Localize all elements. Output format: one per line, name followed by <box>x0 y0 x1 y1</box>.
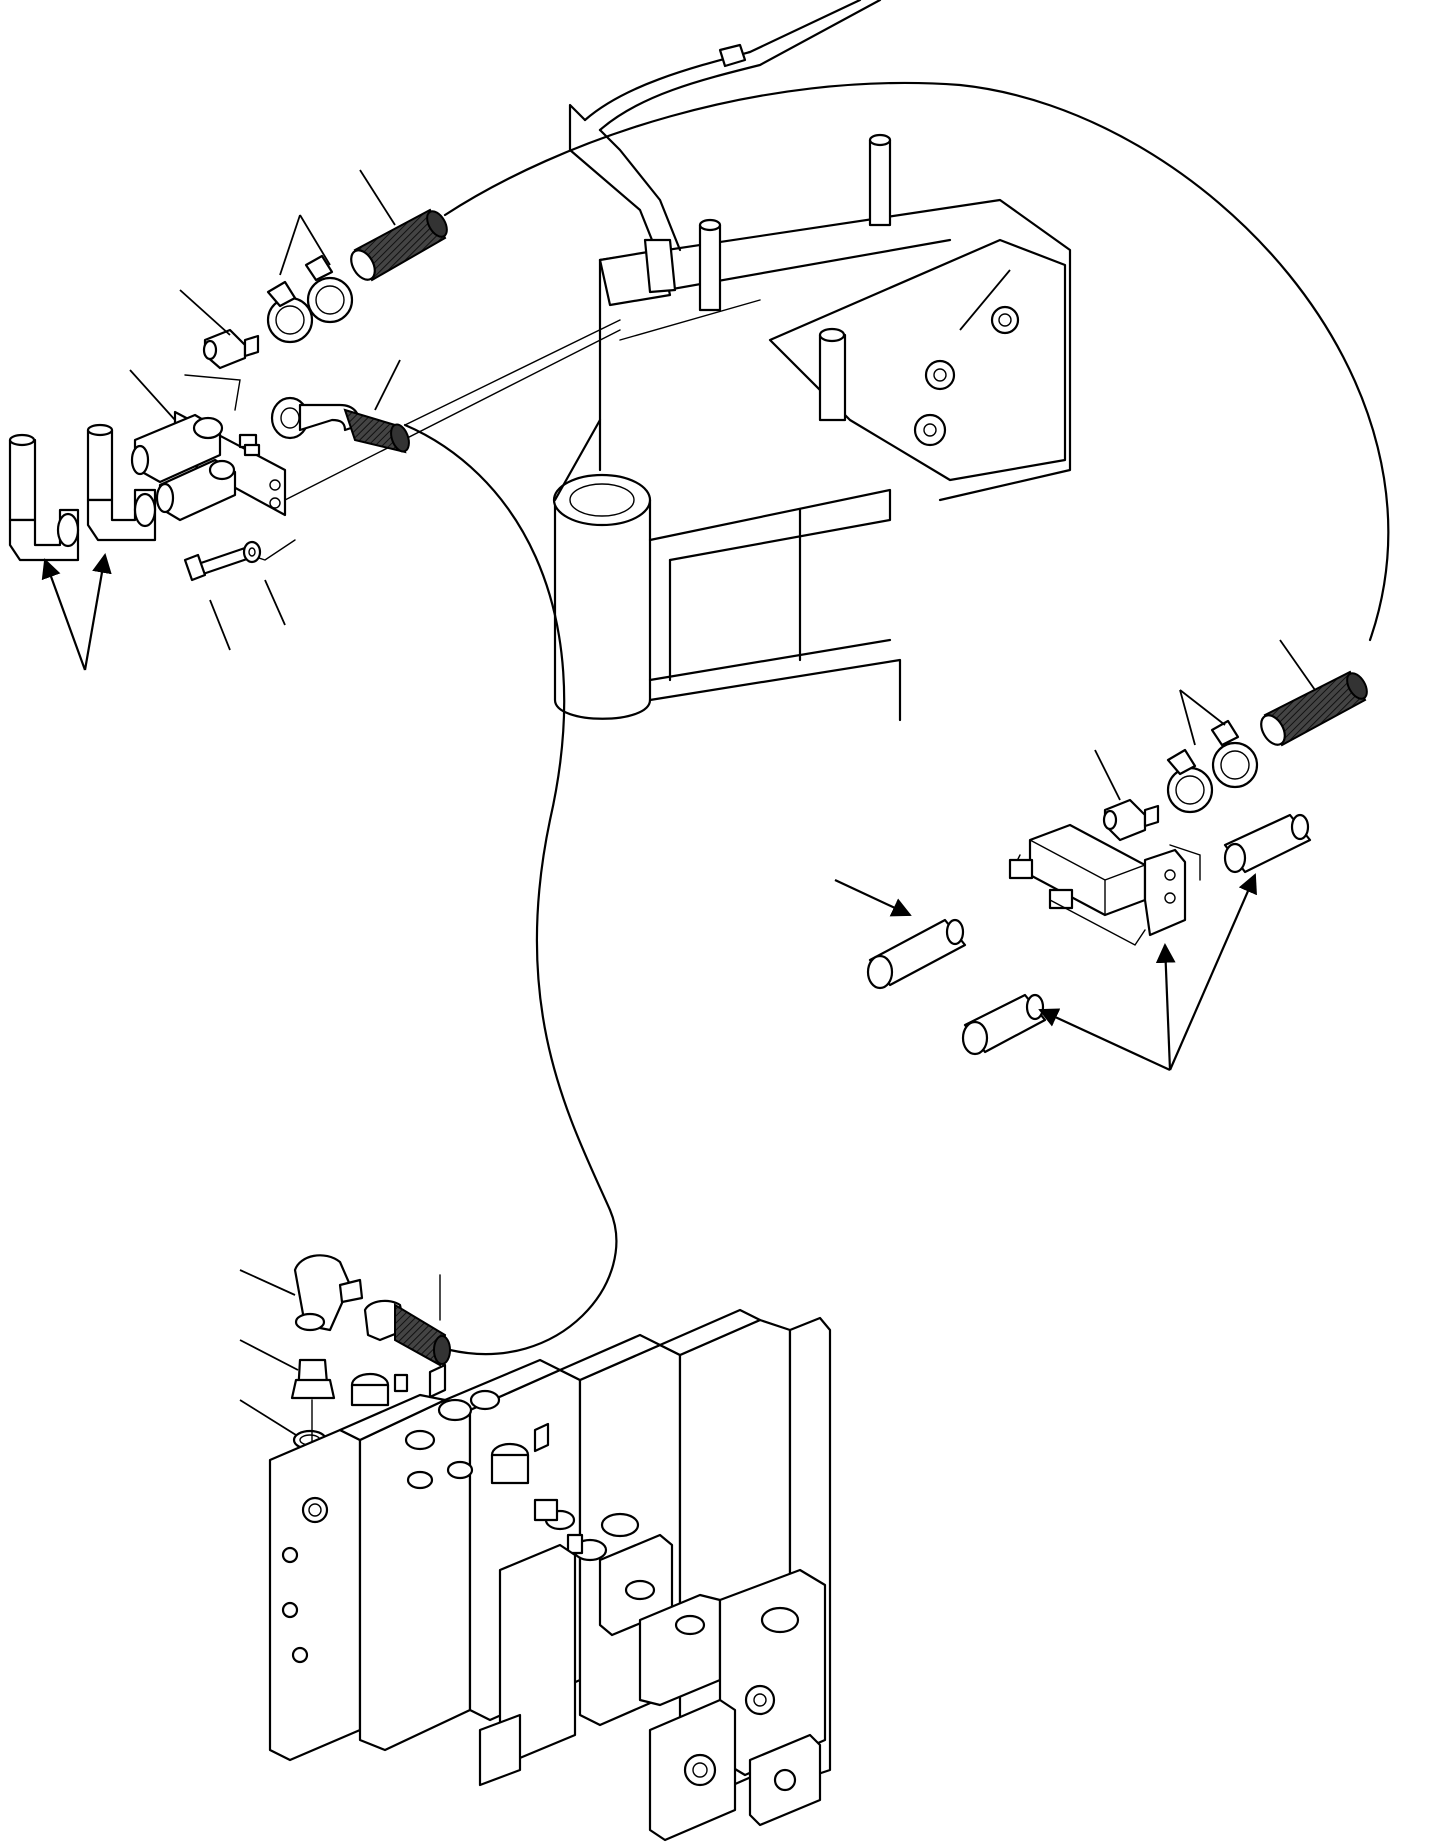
callout-leaders <box>129 169 1316 1436</box>
machine-frame <box>552 0 1072 722</box>
left-valve-assembly <box>8 208 621 582</box>
control-valve-block <box>268 1254 832 1842</box>
direction-arrows <box>41 553 1257 1071</box>
hose-lines <box>403 81 1390 1356</box>
right-valve-assembly <box>866 670 1368 1056</box>
